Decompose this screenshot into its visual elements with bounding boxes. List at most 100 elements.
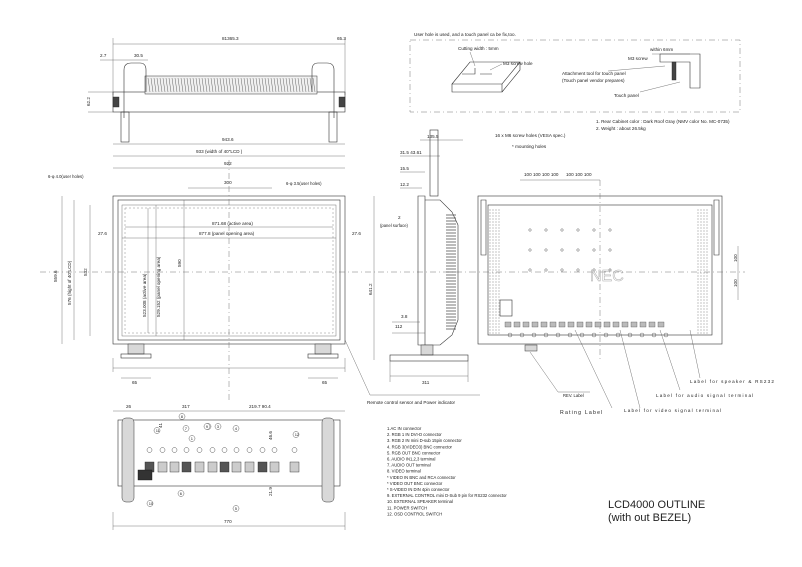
vent-dot bbox=[498, 272, 500, 274]
callout-number: 8 bbox=[181, 414, 184, 419]
bottom-jack bbox=[196, 447, 203, 453]
grille-line bbox=[288, 77, 292, 93]
vent-dot bbox=[700, 311, 702, 313]
vent-dot bbox=[495, 332, 497, 334]
rear-terminal bbox=[567, 321, 575, 328]
bottom-jack bbox=[221, 447, 228, 453]
vent-dot bbox=[703, 227, 705, 229]
vent-dot bbox=[495, 326, 497, 328]
vent-dot bbox=[498, 224, 500, 226]
vesa-hole bbox=[592, 228, 596, 232]
vent-dot bbox=[706, 242, 708, 244]
vent-dot bbox=[703, 242, 705, 244]
dim-spacing-top2: 100 100 100 bbox=[566, 172, 592, 177]
vent-dot bbox=[489, 320, 491, 322]
grille-line bbox=[186, 77, 190, 93]
vent-dot bbox=[498, 233, 500, 235]
grille-line bbox=[156, 77, 160, 93]
vent-dot bbox=[489, 257, 491, 259]
grille-line bbox=[192, 77, 196, 93]
grille-line bbox=[216, 77, 220, 93]
top-grille bbox=[144, 75, 318, 95]
bottom-connector bbox=[269, 461, 280, 473]
grille-line bbox=[183, 77, 187, 93]
vent-dot bbox=[498, 236, 500, 238]
callout-circle bbox=[203, 423, 211, 430]
vent-dot bbox=[492, 263, 494, 265]
vent-dot bbox=[706, 326, 708, 328]
rear-view: 16 x M6 screw holes (VESA spec.) * mount… bbox=[470, 133, 775, 416]
vent-dot bbox=[697, 323, 699, 325]
bottom-jack bbox=[291, 447, 298, 453]
vent-dot bbox=[706, 245, 708, 247]
grille-line bbox=[264, 77, 268, 93]
vesa-hole bbox=[608, 268, 612, 272]
vent-dot bbox=[706, 272, 708, 274]
bottom-connector bbox=[244, 461, 255, 473]
bottom-connector bbox=[231, 461, 242, 473]
vent-dot bbox=[489, 218, 491, 220]
vent-dot bbox=[697, 221, 699, 223]
vent-dot bbox=[697, 290, 699, 292]
vent-dot bbox=[697, 230, 699, 232]
vent-dot bbox=[489, 227, 491, 229]
grille-line bbox=[147, 77, 151, 93]
dim-v2: 100 bbox=[733, 279, 738, 287]
vent-dot bbox=[700, 248, 702, 250]
speaker-label: Label for speaker & RS232 bbox=[690, 379, 775, 384]
vent-dot bbox=[700, 281, 702, 283]
vent-dot bbox=[703, 296, 705, 298]
rear-jack bbox=[591, 332, 597, 338]
vent-dot bbox=[498, 296, 500, 298]
vent-dot bbox=[495, 221, 497, 223]
rear-terminal bbox=[540, 321, 548, 328]
rear-terminal bbox=[585, 321, 593, 328]
vent-dot bbox=[489, 296, 491, 298]
vesa-hole bbox=[592, 268, 596, 272]
grille-line bbox=[246, 77, 250, 93]
vent-dot bbox=[700, 290, 702, 292]
vesa-hole bbox=[528, 268, 532, 272]
vent-dot bbox=[697, 269, 699, 271]
vent-dot bbox=[489, 209, 491, 211]
front-foot-left bbox=[127, 343, 145, 355]
vent-dot bbox=[492, 305, 494, 307]
vent-dot bbox=[706, 224, 708, 226]
grille-line bbox=[249, 77, 253, 93]
vent-dot bbox=[492, 272, 494, 274]
vent-dot bbox=[489, 323, 491, 325]
side-vent bbox=[446, 214, 456, 330]
vent-dot bbox=[495, 296, 497, 298]
vent-dot bbox=[706, 290, 708, 292]
legend-item: * S-VIDEO IN DIN 4pin connector bbox=[387, 487, 450, 492]
callout-number: 12 bbox=[295, 432, 300, 437]
vent-dot bbox=[495, 278, 497, 280]
vent-dot bbox=[703, 293, 705, 295]
vent-dot bbox=[498, 254, 500, 256]
vent-dot bbox=[700, 299, 702, 301]
vent-dot bbox=[498, 320, 500, 322]
vent-dot bbox=[700, 332, 702, 334]
vent-dot bbox=[492, 308, 494, 310]
vent-dot bbox=[703, 320, 705, 322]
vent-dot bbox=[498, 278, 500, 280]
right-handle-top bbox=[311, 62, 335, 118]
rear-terminal bbox=[513, 321, 521, 328]
vent-dot bbox=[706, 263, 708, 265]
vent-dot bbox=[495, 212, 497, 214]
vent-dot bbox=[495, 227, 497, 229]
vent-dot bbox=[492, 224, 494, 226]
vent-dot bbox=[697, 254, 699, 256]
callout-circle bbox=[292, 431, 300, 438]
vent-dot bbox=[489, 314, 491, 316]
vent-dot bbox=[700, 254, 702, 256]
vent-dot bbox=[706, 323, 708, 325]
rear-terminal bbox=[531, 321, 539, 328]
callout-number: 1 bbox=[191, 436, 194, 441]
dim-532: 532 bbox=[83, 268, 88, 276]
vent-dot bbox=[706, 257, 708, 259]
vesa-hole bbox=[560, 248, 564, 252]
rear-terminal bbox=[549, 321, 557, 328]
grille-line bbox=[276, 77, 280, 93]
dim-left-margin: 27.6 bbox=[98, 231, 107, 236]
